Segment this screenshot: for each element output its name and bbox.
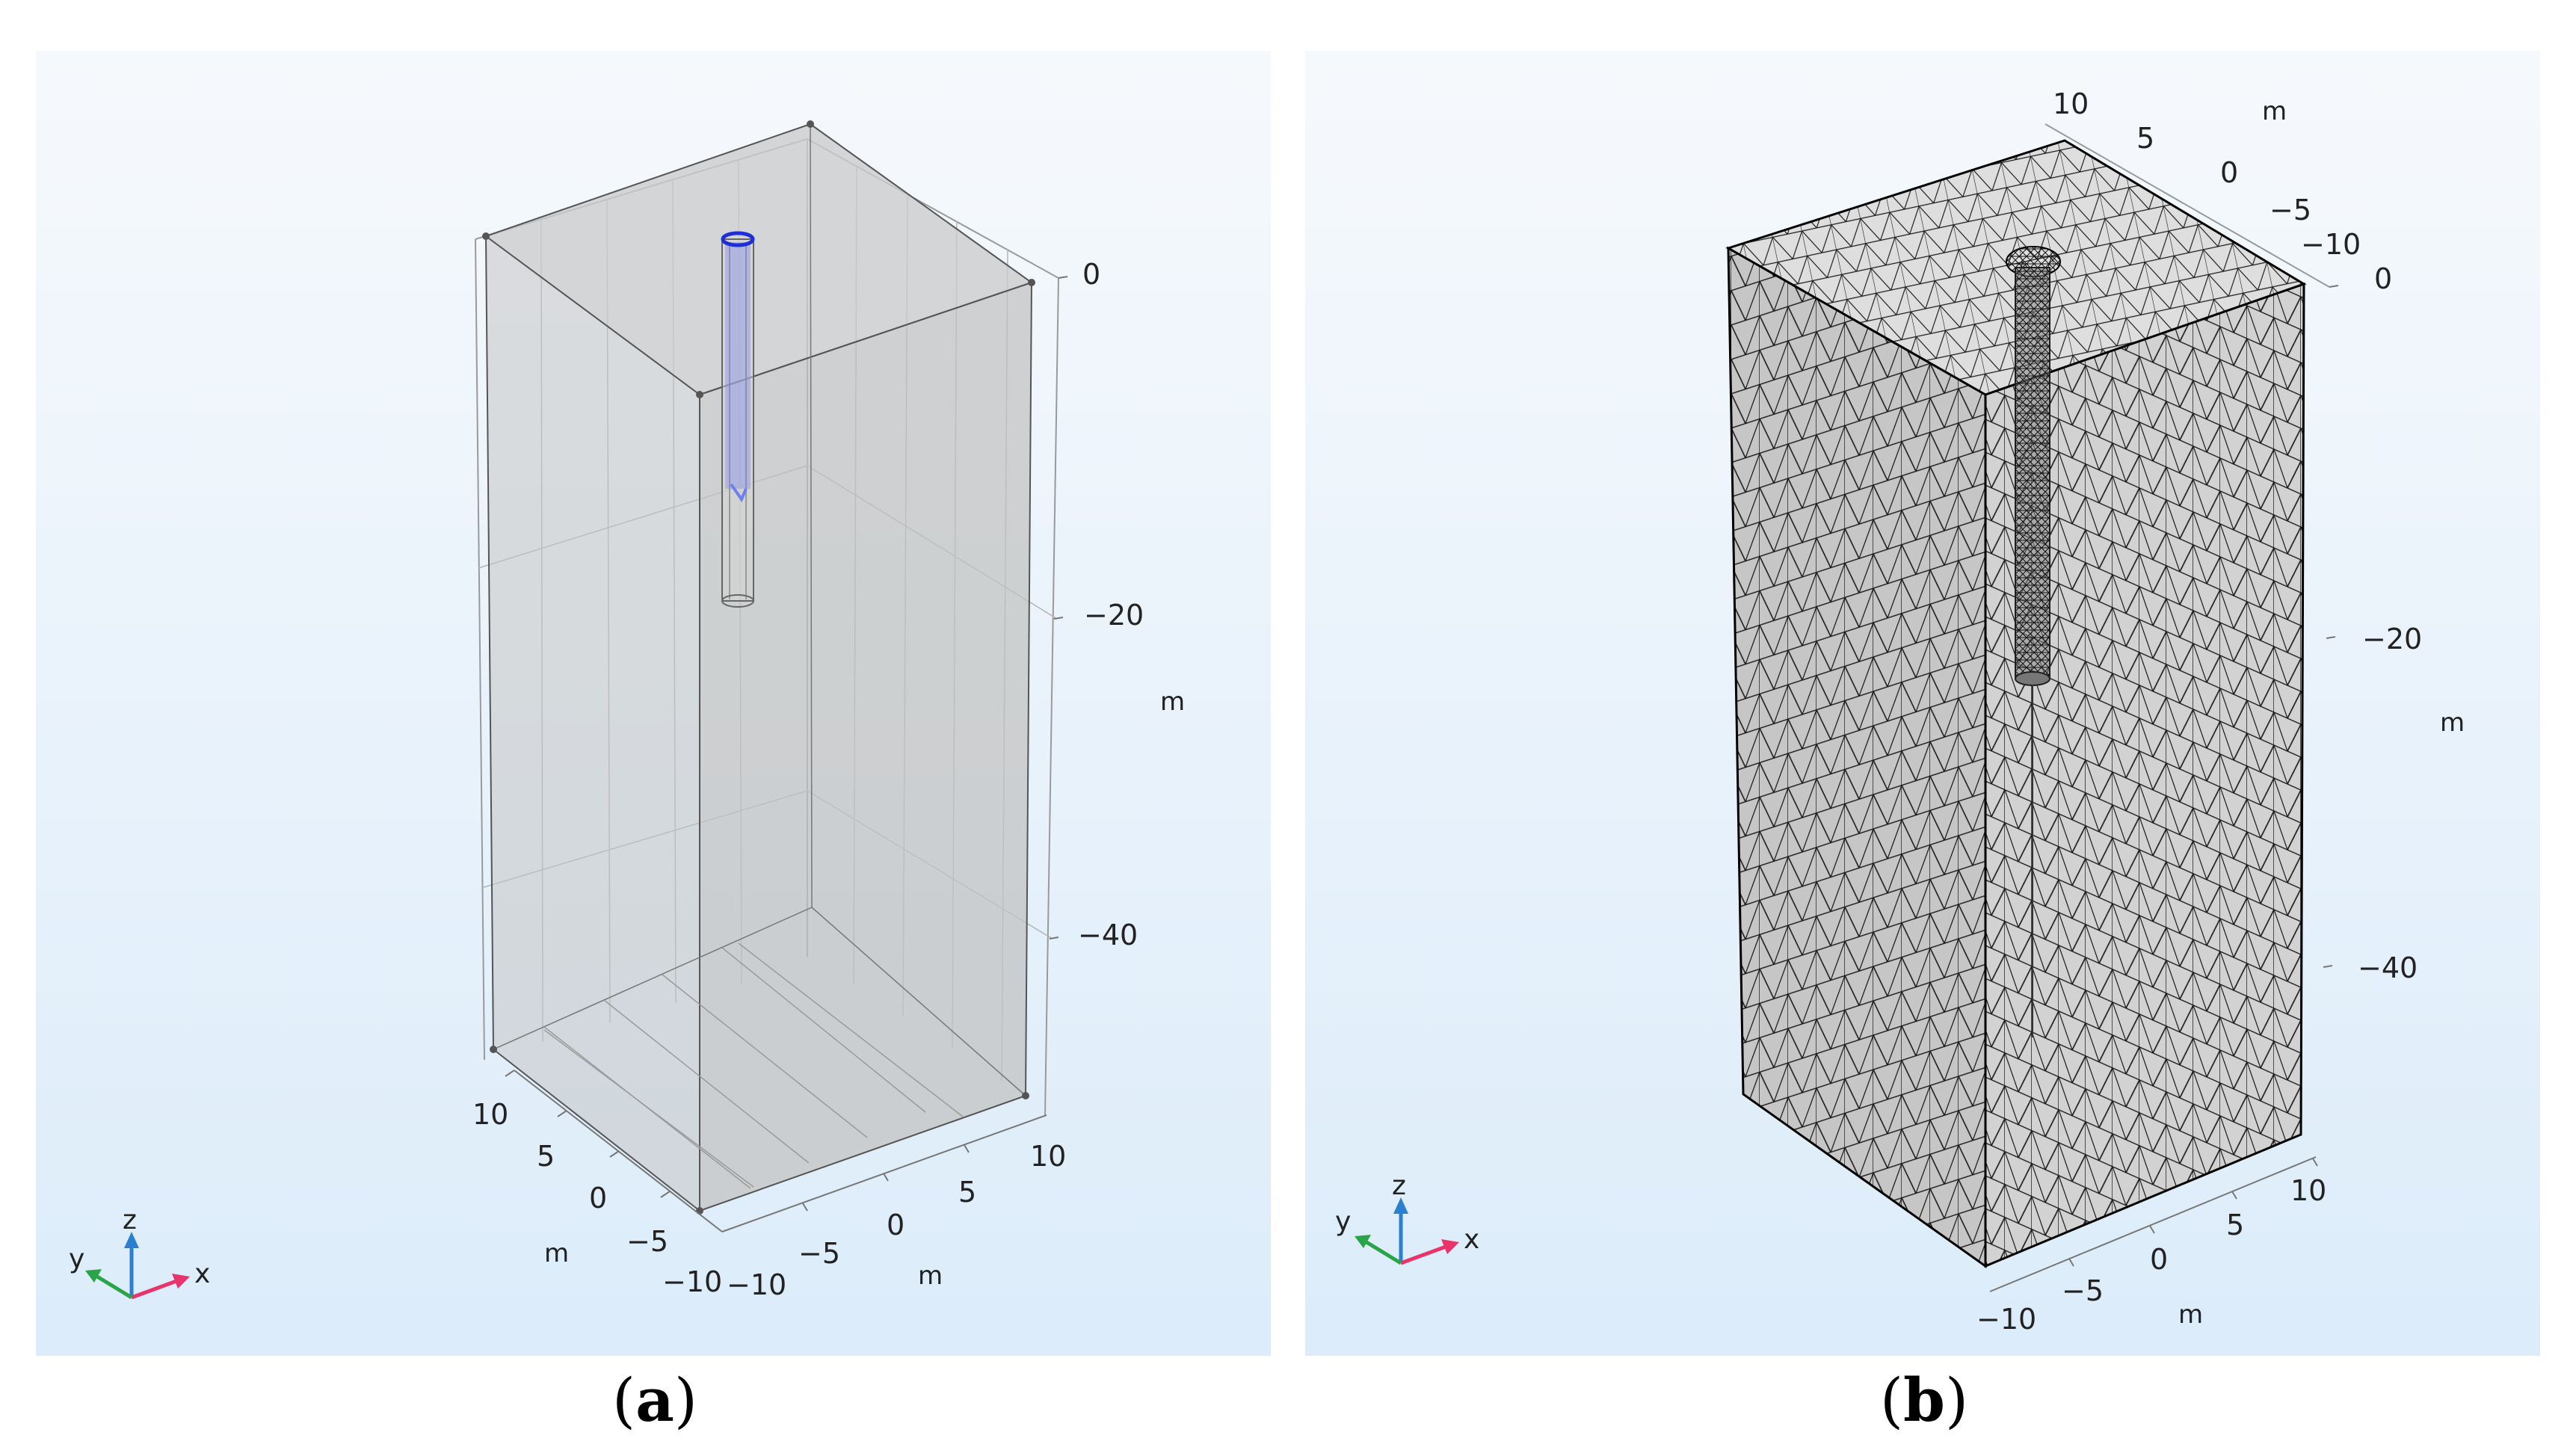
triad-y-label: y <box>69 1244 84 1274</box>
geometry-view-canvas: 0 −20 −40 m 10 5 0 −5 −10 m −10 −5 0 5 1… <box>36 51 1271 1356</box>
geometry-view-panel: 0 −20 −40 m 10 5 0 −5 −10 m −10 −5 0 5 1… <box>36 51 1271 1356</box>
x-axis-unit-label: m <box>2178 1300 2203 1330</box>
z-tick-label: −20 <box>1084 599 1144 632</box>
top-axis-unit-label: m <box>2262 96 2287 126</box>
x-tick-label: 5 <box>2226 1209 2244 1241</box>
triad-y-label: y <box>1335 1206 1351 1237</box>
y-axis-unit-label: m <box>544 1238 569 1268</box>
y-tick-label: 0 <box>589 1182 607 1215</box>
x-tick-label: −5 <box>798 1237 840 1270</box>
z-tick-label: −40 <box>1078 919 1138 951</box>
z-tick-label: −40 <box>2358 951 2418 984</box>
meshed-soil-block <box>1725 139 2307 1268</box>
x-tick-label: −10 <box>727 1268 786 1301</box>
axis-grid-box <box>2045 123 2330 288</box>
z-tick-label: 0 <box>2374 262 2392 295</box>
y-tick-label: 10 <box>472 1098 508 1131</box>
z-axis-unit-label: m <box>1160 687 1185 717</box>
top-tick-label: −10 <box>2301 228 2361 261</box>
x-axis-unit-label: m <box>918 1261 943 1291</box>
z-tick-label: 0 <box>1082 258 1100 291</box>
x-tick-label: −10 <box>1976 1303 2036 1336</box>
y-tick-label: 5 <box>537 1140 555 1173</box>
x-tick-label: −5 <box>2062 1274 2104 1307</box>
subfigure-caption-a: (a) <box>611 1365 698 1435</box>
z-axis-ticks <box>1049 276 1068 939</box>
x-tick-label: 5 <box>958 1176 976 1209</box>
pile-selection-highlight <box>725 242 751 489</box>
top-tick-label: −5 <box>2270 194 2311 226</box>
triad-x-label: x <box>1464 1224 1479 1255</box>
x-tick-label: 10 <box>1030 1140 1066 1173</box>
top-tick-label: 5 <box>2136 122 2154 155</box>
pile-geometry <box>721 231 755 608</box>
mesh-view-panel: 10 5 0 −5 −10 m 0 −20 −40 m 10 5 0 −5 −1… <box>1305 51 2540 1356</box>
y-tick-label: −10 <box>662 1265 722 1298</box>
x-tick-label: 10 <box>2290 1174 2326 1207</box>
y-tick-label: −5 <box>626 1225 668 1258</box>
x-axis-line <box>721 1114 1047 1232</box>
y-axis-line <box>505 1070 723 1232</box>
soil-domain-block <box>482 120 1035 1215</box>
triad-x-label: x <box>194 1259 210 1289</box>
z-axis-unit-label: m <box>2440 708 2465 738</box>
z-tick-label: −20 <box>2362 623 2422 655</box>
triad-z-label: z <box>1392 1170 1406 1201</box>
x-tick-label: 0 <box>887 1209 905 1241</box>
triad-z-label: z <box>123 1205 137 1235</box>
coordinate-triad: z x y <box>69 1205 210 1300</box>
z-axis-ticks <box>2323 285 2339 968</box>
top-tick-label: 10 <box>2053 87 2089 120</box>
mesh-view-canvas: 10 5 0 −5 −10 m 0 −20 −40 m 10 5 0 −5 −1… <box>1305 51 2540 1356</box>
subfigure-caption-b: (b) <box>1879 1365 1969 1435</box>
x-tick-label: 0 <box>2150 1243 2168 1276</box>
pile-head-boundary <box>721 231 755 247</box>
x-axis-line <box>1989 1156 2318 1292</box>
coordinate-triad: z x y <box>1335 1170 1479 1265</box>
top-tick-label: 0 <box>2220 156 2238 189</box>
